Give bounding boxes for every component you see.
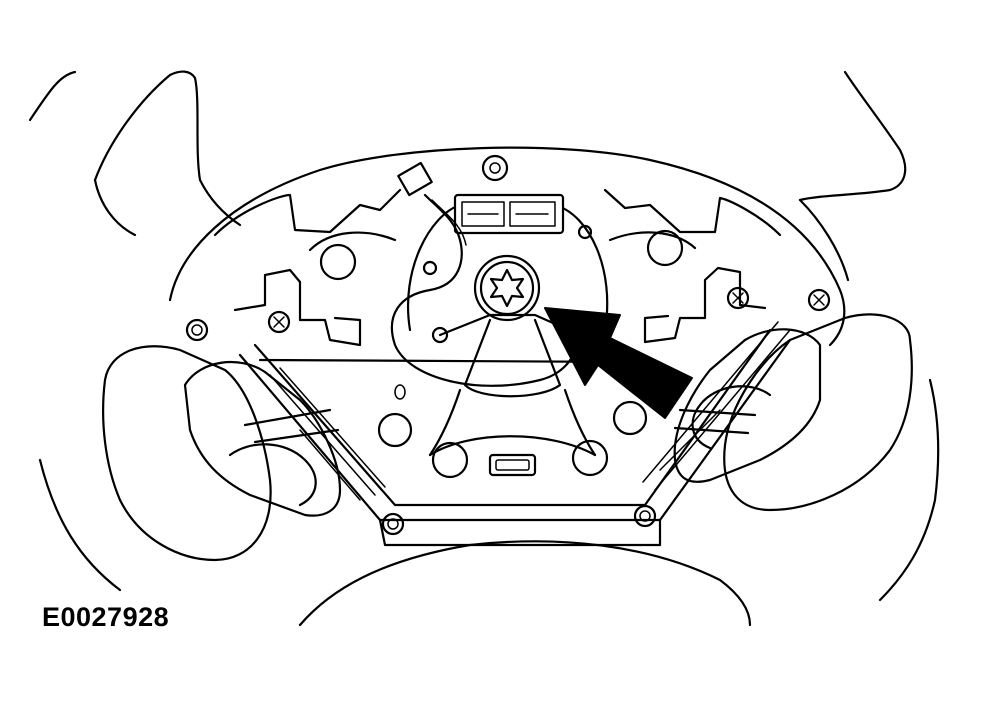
left-switch-pack	[102, 345, 386, 562]
screw-lower-right	[633, 504, 657, 528]
clockspring-connector	[453, 193, 565, 235]
wheel-rim	[28, 70, 940, 627]
screw-upper-left	[185, 318, 209, 342]
lower-slot	[488, 453, 537, 477]
screw-upper-right	[807, 288, 831, 312]
arrow-icon	[544, 307, 693, 419]
screw-right-pocket	[726, 286, 750, 310]
top-boss	[481, 154, 509, 182]
right-switch-pack	[642, 198, 913, 512]
figure-id-label: E0027928	[42, 602, 170, 632]
wire-harness	[390, 161, 593, 387]
screw-left-pocket	[267, 310, 291, 334]
screw-lower-left	[381, 512, 405, 536]
torx-bolt-icon	[473, 254, 541, 322]
hub-housing	[168, 146, 846, 547]
screw-icon	[185, 286, 831, 536]
wire-plug	[397, 161, 433, 197]
